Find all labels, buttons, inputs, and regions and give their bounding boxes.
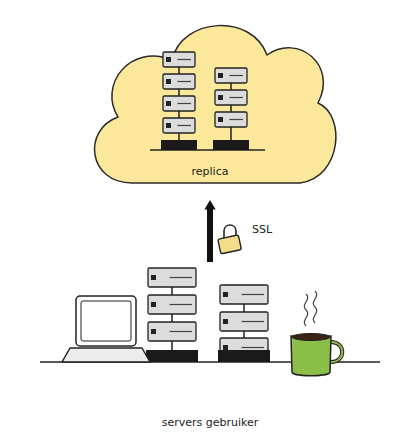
server-slot: [242, 321, 264, 322]
server-slot: [177, 103, 191, 104]
node-text: replica: [80, 165, 340, 178]
mug-handle-fill: [331, 342, 342, 362]
laptop-keyboard: [62, 348, 150, 362]
arrow-connector: [204, 200, 215, 262]
laptop-screen: [76, 296, 136, 346]
steam: [313, 291, 316, 323]
arrow-shaft: [207, 209, 213, 262]
server-led: [166, 123, 171, 128]
edge-label: SSL: [252, 223, 272, 236]
server-led: [166, 57, 171, 62]
server-unit: [148, 295, 196, 314]
server-unit: [215, 68, 247, 83]
server-led: [218, 117, 223, 122]
server-unit: [215, 112, 247, 127]
server-slot: [242, 347, 264, 348]
steam: [304, 294, 307, 326]
server-unit: [163, 52, 195, 67]
server-slot: [170, 277, 192, 278]
server-led: [166, 79, 171, 84]
server-led: [223, 319, 228, 324]
mug-handle: [331, 342, 342, 362]
server-slot: [170, 304, 192, 305]
server-led: [223, 292, 228, 297]
rack-base: [213, 140, 249, 150]
server-unit: [163, 118, 195, 133]
server-unit: [163, 74, 195, 89]
server-led: [151, 329, 156, 334]
server-led: [166, 101, 171, 106]
arrow-head: [204, 200, 215, 209]
server-unit: [163, 96, 195, 111]
server-unit: [220, 285, 268, 304]
server-led: [223, 345, 228, 350]
server-slot: [242, 294, 264, 295]
rack-base: [218, 350, 270, 362]
server-unit: [220, 312, 268, 331]
mug-body: [291, 336, 331, 376]
server-slot: [229, 119, 243, 120]
rack-base: [161, 140, 197, 150]
server-led: [218, 95, 223, 100]
server-slot: [177, 59, 191, 60]
server-led: [151, 275, 156, 280]
server-slot: [177, 125, 191, 126]
server-slot: [170, 331, 192, 332]
cloud-outline: [95, 26, 336, 183]
server-slot: [177, 81, 191, 82]
padlock-body: [218, 235, 242, 254]
server-slot: [229, 75, 243, 76]
rack-base: [146, 350, 198, 362]
server-unit: [215, 90, 247, 105]
cloud-node: replica: [80, 5, 340, 200]
server-slot: [229, 97, 243, 98]
node-text: servers gebruiker: [140, 416, 280, 429]
server-led: [218, 73, 223, 78]
server-unit: [148, 322, 196, 341]
server-led: [151, 302, 156, 307]
laptop-display: [81, 301, 131, 341]
server-unit: [148, 268, 196, 287]
coffee: [292, 334, 330, 341]
